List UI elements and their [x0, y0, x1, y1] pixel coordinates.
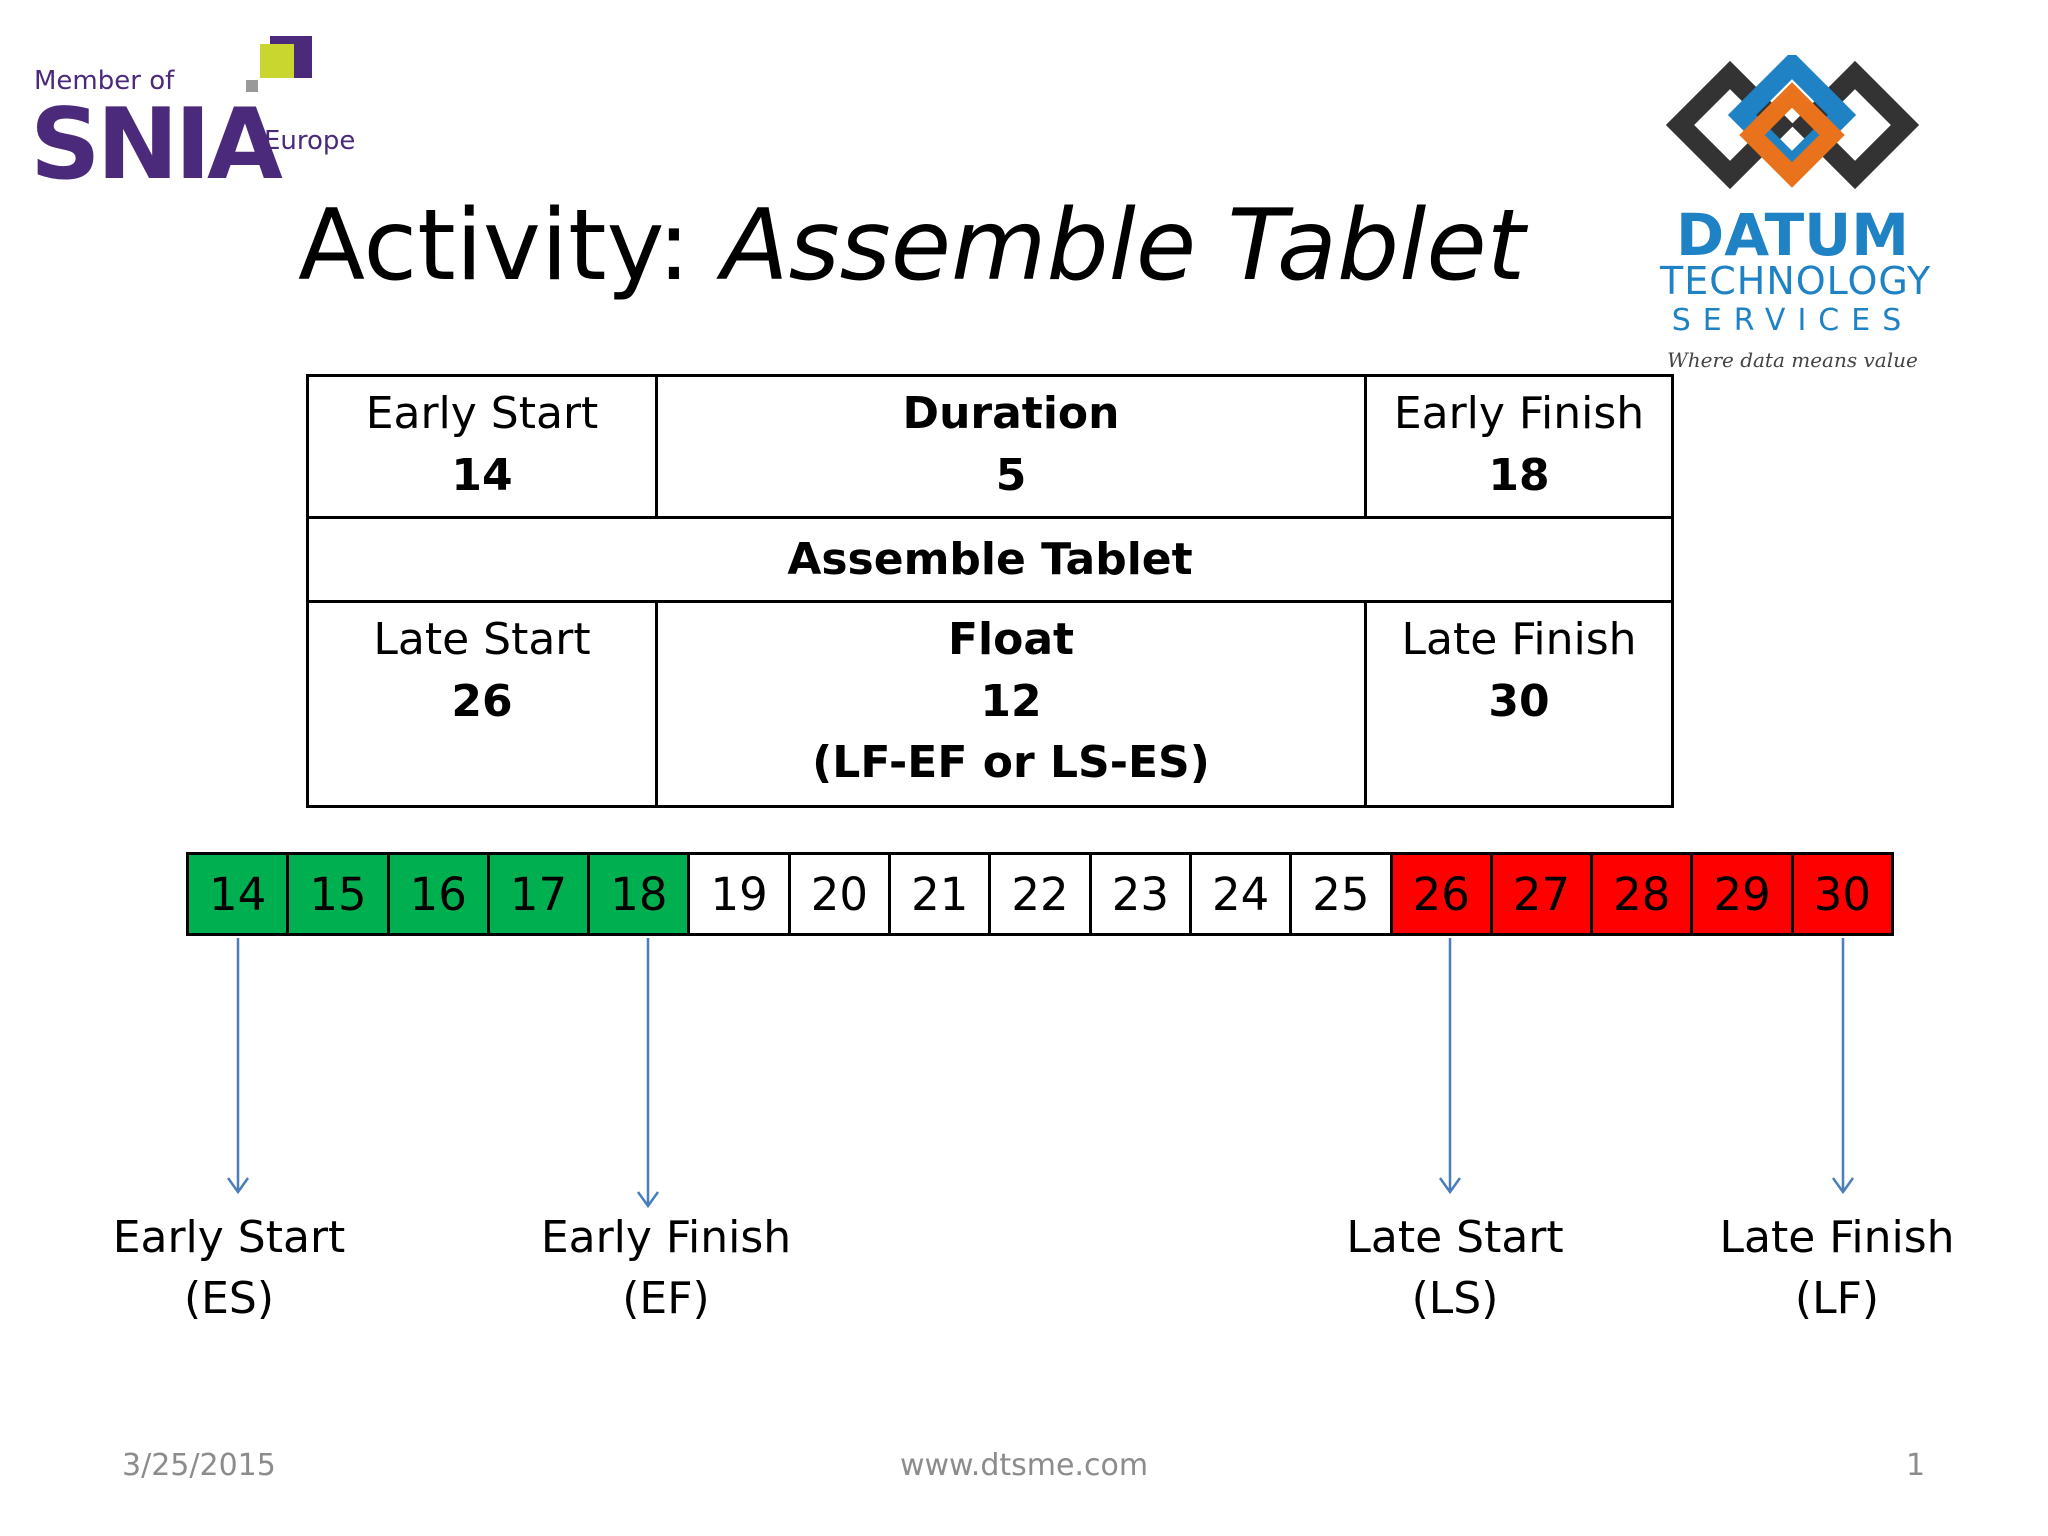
- timeline-cell: 14: [189, 855, 290, 933]
- snia-logo: [30, 30, 350, 190]
- snia-region: Europe: [264, 126, 356, 156]
- ef-label-line1: Early Finish: [540, 1212, 792, 1263]
- float-formula: (LF-EF or LS-ES): [812, 737, 1210, 789]
- float-value: 12: [980, 675, 1042, 727]
- late-start-cell: Late Start 26: [306, 600, 658, 808]
- footer-url: www.dtsme.com: [899, 1448, 1149, 1483]
- timeline-cell: 28: [1593, 855, 1694, 933]
- lf-arrow: [1831, 938, 1855, 1195]
- float-label: Float: [947, 614, 1075, 665]
- late-finish-value: 30: [1488, 675, 1550, 727]
- early-start-label: Early Start: [365, 388, 599, 439]
- datum-line3: SERVICES: [1671, 303, 1914, 338]
- snia-logo-squares: [246, 36, 312, 92]
- lf-label: Late Finish (LF): [1657, 1208, 2017, 1329]
- ls-label-line2: (LS): [1411, 1272, 1499, 1324]
- timeline-cell: 19: [690, 855, 791, 933]
- es-label-line2: (ES): [183, 1272, 275, 1324]
- datum-diamond-icon: [1665, 50, 1920, 190]
- timeline-cell: 22: [991, 855, 1092, 933]
- ls-arrow: [1438, 938, 1462, 1195]
- es-arrow: [226, 938, 250, 1195]
- timeline-cell: 25: [1292, 855, 1393, 933]
- late-finish-cell: Late Finish 30: [1364, 600, 1674, 808]
- ls-label-line1: Late Start: [1346, 1212, 1564, 1263]
- late-start-value: 26: [451, 675, 513, 727]
- early-finish-cell: Early Finish 18: [1364, 374, 1674, 519]
- lf-label-line1: Late Finish: [1719, 1212, 1955, 1263]
- timeline-cell: 29: [1693, 855, 1794, 933]
- activity-node-table: Early Start 14 Duration 5 Early Finish 1…: [306, 374, 1674, 808]
- page-title: Activity: Assemble Tablet: [298, 195, 1525, 298]
- float-cell: Float 12 (LF-EF or LS-ES): [655, 600, 1367, 808]
- timeline-cell: 20: [790, 855, 892, 933]
- lf-label-line2: (LF): [1794, 1272, 1880, 1324]
- snia-name: SNIA: [30, 88, 283, 202]
- late-start-label: Late Start: [373, 614, 591, 665]
- datum-logo: [1660, 50, 1925, 385]
- timeline-cell: 15: [289, 855, 390, 933]
- timeline-cell: 21: [891, 855, 992, 933]
- datum-line2: TECHNOLOGY: [1660, 259, 1932, 303]
- ls-label: Late Start (LS): [1275, 1208, 1635, 1329]
- timeline-cell: 27: [1492, 855, 1594, 933]
- duration-value: 5: [995, 449, 1027, 501]
- timeline-cell: 30: [1793, 855, 1892, 933]
- footer-page-number: 1: [1906, 1448, 1926, 1483]
- ef-label-line2: (EF): [622, 1272, 710, 1324]
- activity-name-cell: Assemble Tablet: [306, 516, 1674, 603]
- ef-label: Early Finish (EF): [486, 1208, 846, 1329]
- title-prefix: Activity:: [298, 189, 722, 303]
- timeline-cell: 24: [1191, 855, 1293, 933]
- timeline-cell: 17: [489, 855, 591, 933]
- es-label-line1: Early Start: [112, 1212, 346, 1263]
- duration-cell: Duration 5: [655, 374, 1367, 519]
- snia-member-text: Member of: [34, 66, 175, 96]
- datum-name: DATUM: [1676, 201, 1909, 269]
- footer-date: 3/25/2015: [122, 1448, 276, 1483]
- datum-tagline: Where data means value: [1667, 348, 1918, 372]
- timeline-cell: 16: [389, 855, 490, 933]
- ef-arrow: [636, 938, 660, 1209]
- timeline-cell: 18: [590, 855, 691, 933]
- title-activity: Assemble Tablet: [721, 189, 1526, 303]
- late-finish-label: Late Finish: [1401, 614, 1637, 665]
- early-start-cell: Early Start 14: [306, 374, 658, 519]
- timeline-cell: 26: [1392, 855, 1493, 933]
- duration-label: Duration: [902, 388, 1120, 439]
- early-start-value: 14: [451, 449, 513, 501]
- early-finish-value: 18: [1488, 449, 1550, 501]
- es-label: Early Start (ES): [49, 1208, 409, 1329]
- early-finish-label: Early Finish: [1393, 388, 1645, 439]
- timeline-cell: 23: [1091, 855, 1192, 933]
